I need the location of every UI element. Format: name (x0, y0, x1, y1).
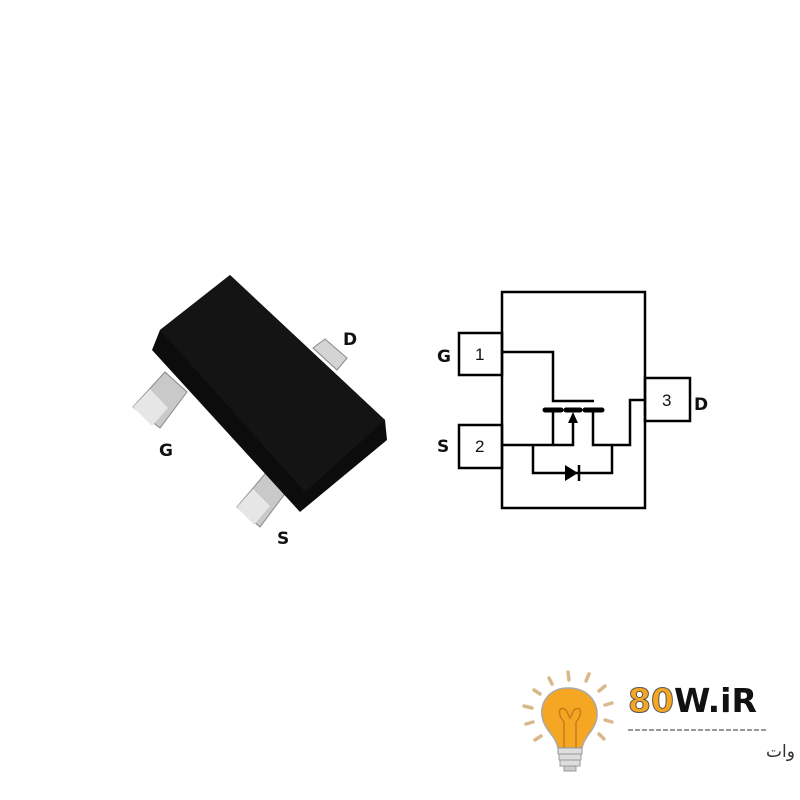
logo: 80W.iR فروشگاه ۸۰ وات (522, 670, 800, 772)
package-label-drain: D (343, 330, 357, 350)
pin-3-number: 3 (662, 391, 671, 410)
lightbulb-icon (522, 670, 614, 772)
logo-wordmark: 80W.iR (628, 681, 757, 720)
drain-wire (591, 398, 645, 447)
body-arrow-icon (568, 412, 578, 423)
mosfet-schematic: 1 2 3 G S D (437, 290, 708, 510)
pin-1-number: 1 (475, 345, 484, 364)
diode-loop (531, 445, 614, 475)
pin-2-name: S (437, 437, 449, 457)
pin-2-box (457, 423, 504, 470)
source-wire (502, 420, 575, 447)
pin-3-name: D (694, 395, 708, 415)
package-label-source: S (277, 529, 289, 549)
pin-2-number: 2 (475, 437, 484, 456)
logo-tagline: فروشگاه ۸۰ وات (766, 741, 800, 762)
gate-wire (502, 350, 594, 403)
lead-drain (312, 338, 348, 371)
body-diode-icon (565, 465, 581, 481)
pin-1-name: G (437, 347, 451, 367)
sot23-package: D G S (132, 275, 387, 549)
package-label-gate: G (159, 441, 173, 461)
pin-1-box (457, 331, 504, 377)
